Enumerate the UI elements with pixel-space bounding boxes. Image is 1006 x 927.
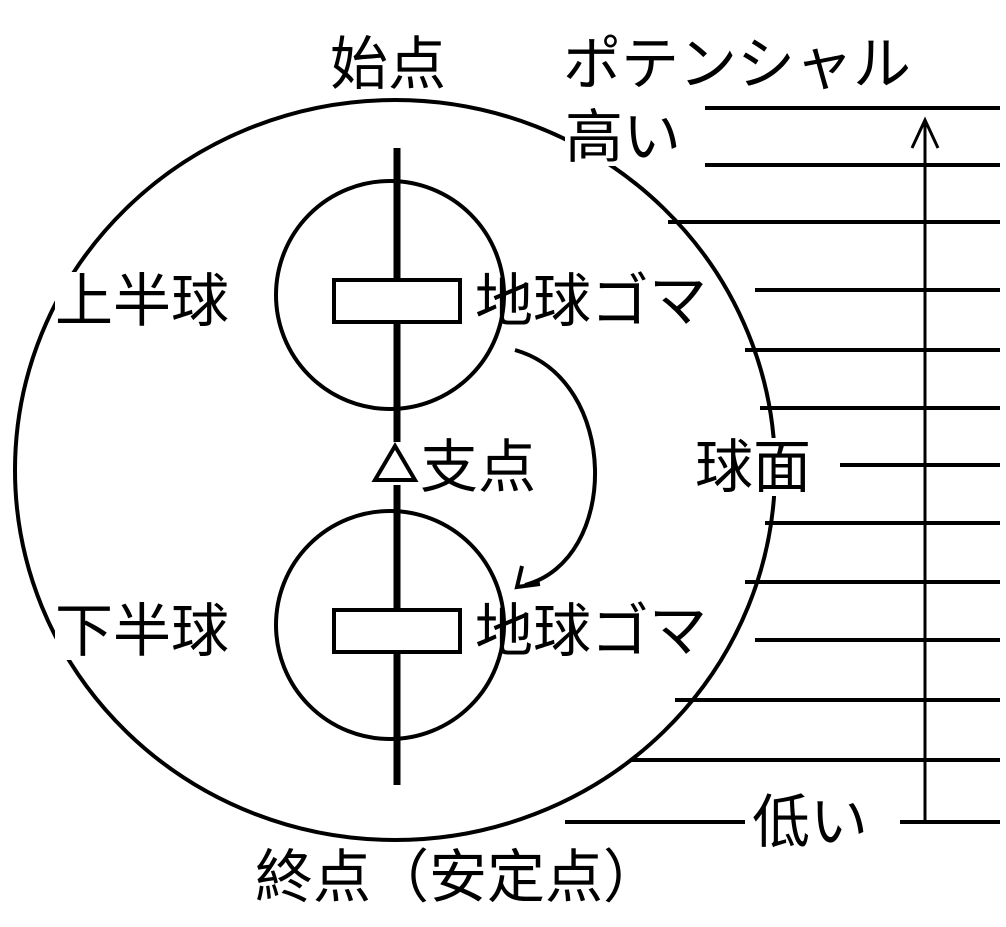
start-label: 始点 xyxy=(330,30,447,98)
end-label: 終点（安定点） xyxy=(255,843,662,911)
upper-hemisphere-label: 上半球 xyxy=(55,267,230,335)
top-upper-rect xyxy=(332,278,462,324)
transition-arrowhead xyxy=(514,565,541,590)
top-lower-rect xyxy=(332,608,462,654)
pivot-label: 支点 xyxy=(420,433,537,501)
low-label: 低い xyxy=(752,788,869,856)
potential-lines xyxy=(565,106,1000,824)
potential-label: ポテンシャル xyxy=(563,30,912,98)
lower-hemisphere-circle xyxy=(274,509,506,741)
pivot-triangle xyxy=(371,442,419,482)
lower-hemisphere-label: 下半球 xyxy=(55,597,230,665)
high-label: 高い xyxy=(565,103,682,171)
transition-arrow xyxy=(514,348,597,587)
sphere-surface-label: 球面 xyxy=(695,433,812,501)
top-lower-label: 地球ゴマ xyxy=(475,597,708,665)
potential-arrowhead xyxy=(910,116,940,149)
top-upper-label: 地球ゴマ xyxy=(475,267,708,335)
upper-hemisphere-circle xyxy=(274,179,506,411)
